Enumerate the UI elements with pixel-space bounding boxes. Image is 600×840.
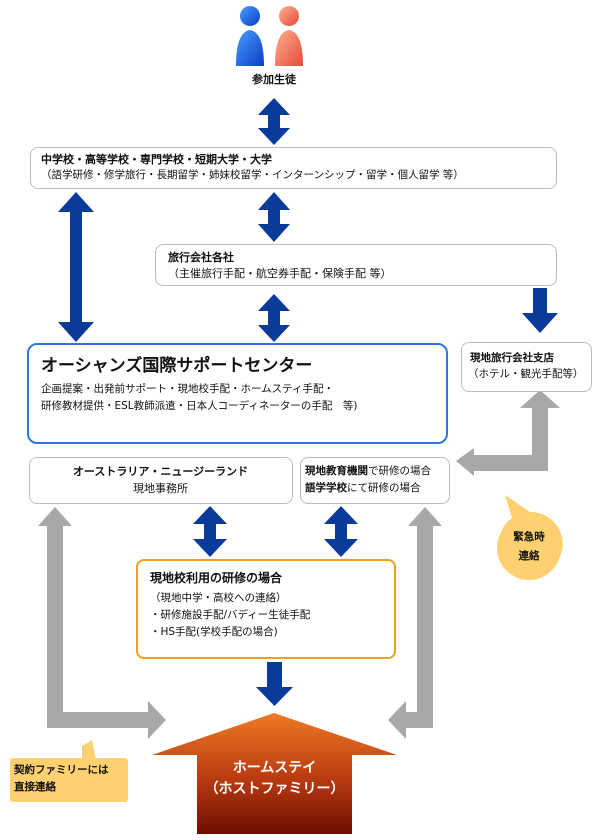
local-school-line1: （現地中学・高校への連絡） [150, 592, 287, 604]
family-note-line1: 契約ファミリーには [14, 764, 109, 776]
institution-line2-rest: にて研修の場合 [347, 482, 421, 494]
students-icon [236, 6, 303, 66]
aus-nz-office-box: オーストラリア・ニュージーランド 現地事務所 [29, 457, 293, 504]
arrow-agencies-center [258, 294, 290, 342]
local-school-line3: ・HS手配(学校手配の場合) [150, 626, 278, 638]
arrow-schools-agencies [258, 192, 290, 242]
arrow-institution-homestay [388, 507, 442, 739]
schools-detail: （語学研修・修学旅行・長期留学・姉妹校留学・インターンシップ・留学・個人留学 等… [41, 169, 464, 181]
homestay-house [152, 713, 397, 834]
emergency-bubble [497, 495, 563, 580]
institution-line1: 現地教育機関で研修の場合 [305, 464, 431, 479]
local-branch-detail: （ホテル・観光手配等） [468, 368, 584, 380]
family-note-tag [10, 740, 128, 802]
homestay-line1: ホームステイ [232, 760, 317, 776]
emergency-line2: 連絡 [518, 550, 540, 562]
blue-arrows [58, 98, 558, 706]
agencies-box: 旅行会社各社 （主催旅行手配・航空券手配・保険手配 等） [155, 244, 557, 286]
support-center-title: オーシャンズ国際サポートセンター [41, 356, 313, 376]
gray-arrows [38, 390, 560, 739]
institution-box: 現地教育機関で研修の場合 語学学校にて研修の場合 [300, 457, 450, 504]
arrow-school-homestay [256, 662, 293, 706]
arrow-schools-center [58, 192, 94, 342]
emergency-line1: 緊急時 [513, 531, 545, 543]
institution-line1-bold: 現地教育機関 [305, 465, 368, 477]
agencies-detail: （主催旅行手配・航空券手配・保険手配 等） [168, 267, 392, 280]
schools-title: 中学校・高等学校・専門学校・短期大学・大学 [41, 153, 272, 166]
homestay-line2: （ホストファミリー） [204, 781, 345, 797]
institution-line1-rest: で研修の場合 [368, 465, 431, 477]
arrow-office-school [193, 506, 227, 557]
arrow-institution-school [324, 506, 358, 557]
schools-box: 中学校・高等学校・専門学校・短期大学・大学 （語学研修・修学旅行・長期留学・姉妹… [30, 147, 557, 189]
agencies-title: 旅行会社各社 [168, 251, 234, 264]
aus-nz-sub: 現地事務所 [133, 482, 188, 495]
support-center-line1: 企画提案・出発前サポート・現地校手配・ホームスティ手配・ [41, 383, 335, 395]
arrow-institution-branch [456, 390, 560, 476]
local-branch-box: 現地旅行会社支店 （ホテル・観光手配等） [461, 342, 592, 392]
arrow-agencies-branch [522, 288, 558, 333]
institution-line2: 語学学校にて研修の場合 [305, 481, 421, 496]
family-note-line2: 直接連絡 [14, 781, 56, 793]
support-center-line2: 研修教材提供・ESL教師派遣・日本人コーディネーターの手配 等) [41, 400, 358, 412]
support-center-box: オーシャンズ国際サポートセンター 企画提案・出発前サポート・現地校手配・ホームス… [27, 343, 448, 444]
local-school-line2: ・研修施設手配/バディー生徒手配 [150, 609, 311, 621]
local-school-title: 現地校利用の研修の場合 [150, 571, 283, 585]
arrow-office-homestay [38, 507, 166, 739]
arrow-students-schools [258, 98, 290, 145]
aus-nz-title: オーストラリア・ニュージーランド [72, 465, 249, 478]
institution-line2-bold: 語学学校 [305, 482, 347, 494]
local-school-box: 現地校利用の研修の場合 （現地中学・高校への連絡） ・研修施設手配/バディー生徒… [136, 559, 396, 659]
participants-label: 参加生徒 [252, 73, 296, 86]
local-branch-title: 現地旅行会社支店 [470, 352, 554, 364]
